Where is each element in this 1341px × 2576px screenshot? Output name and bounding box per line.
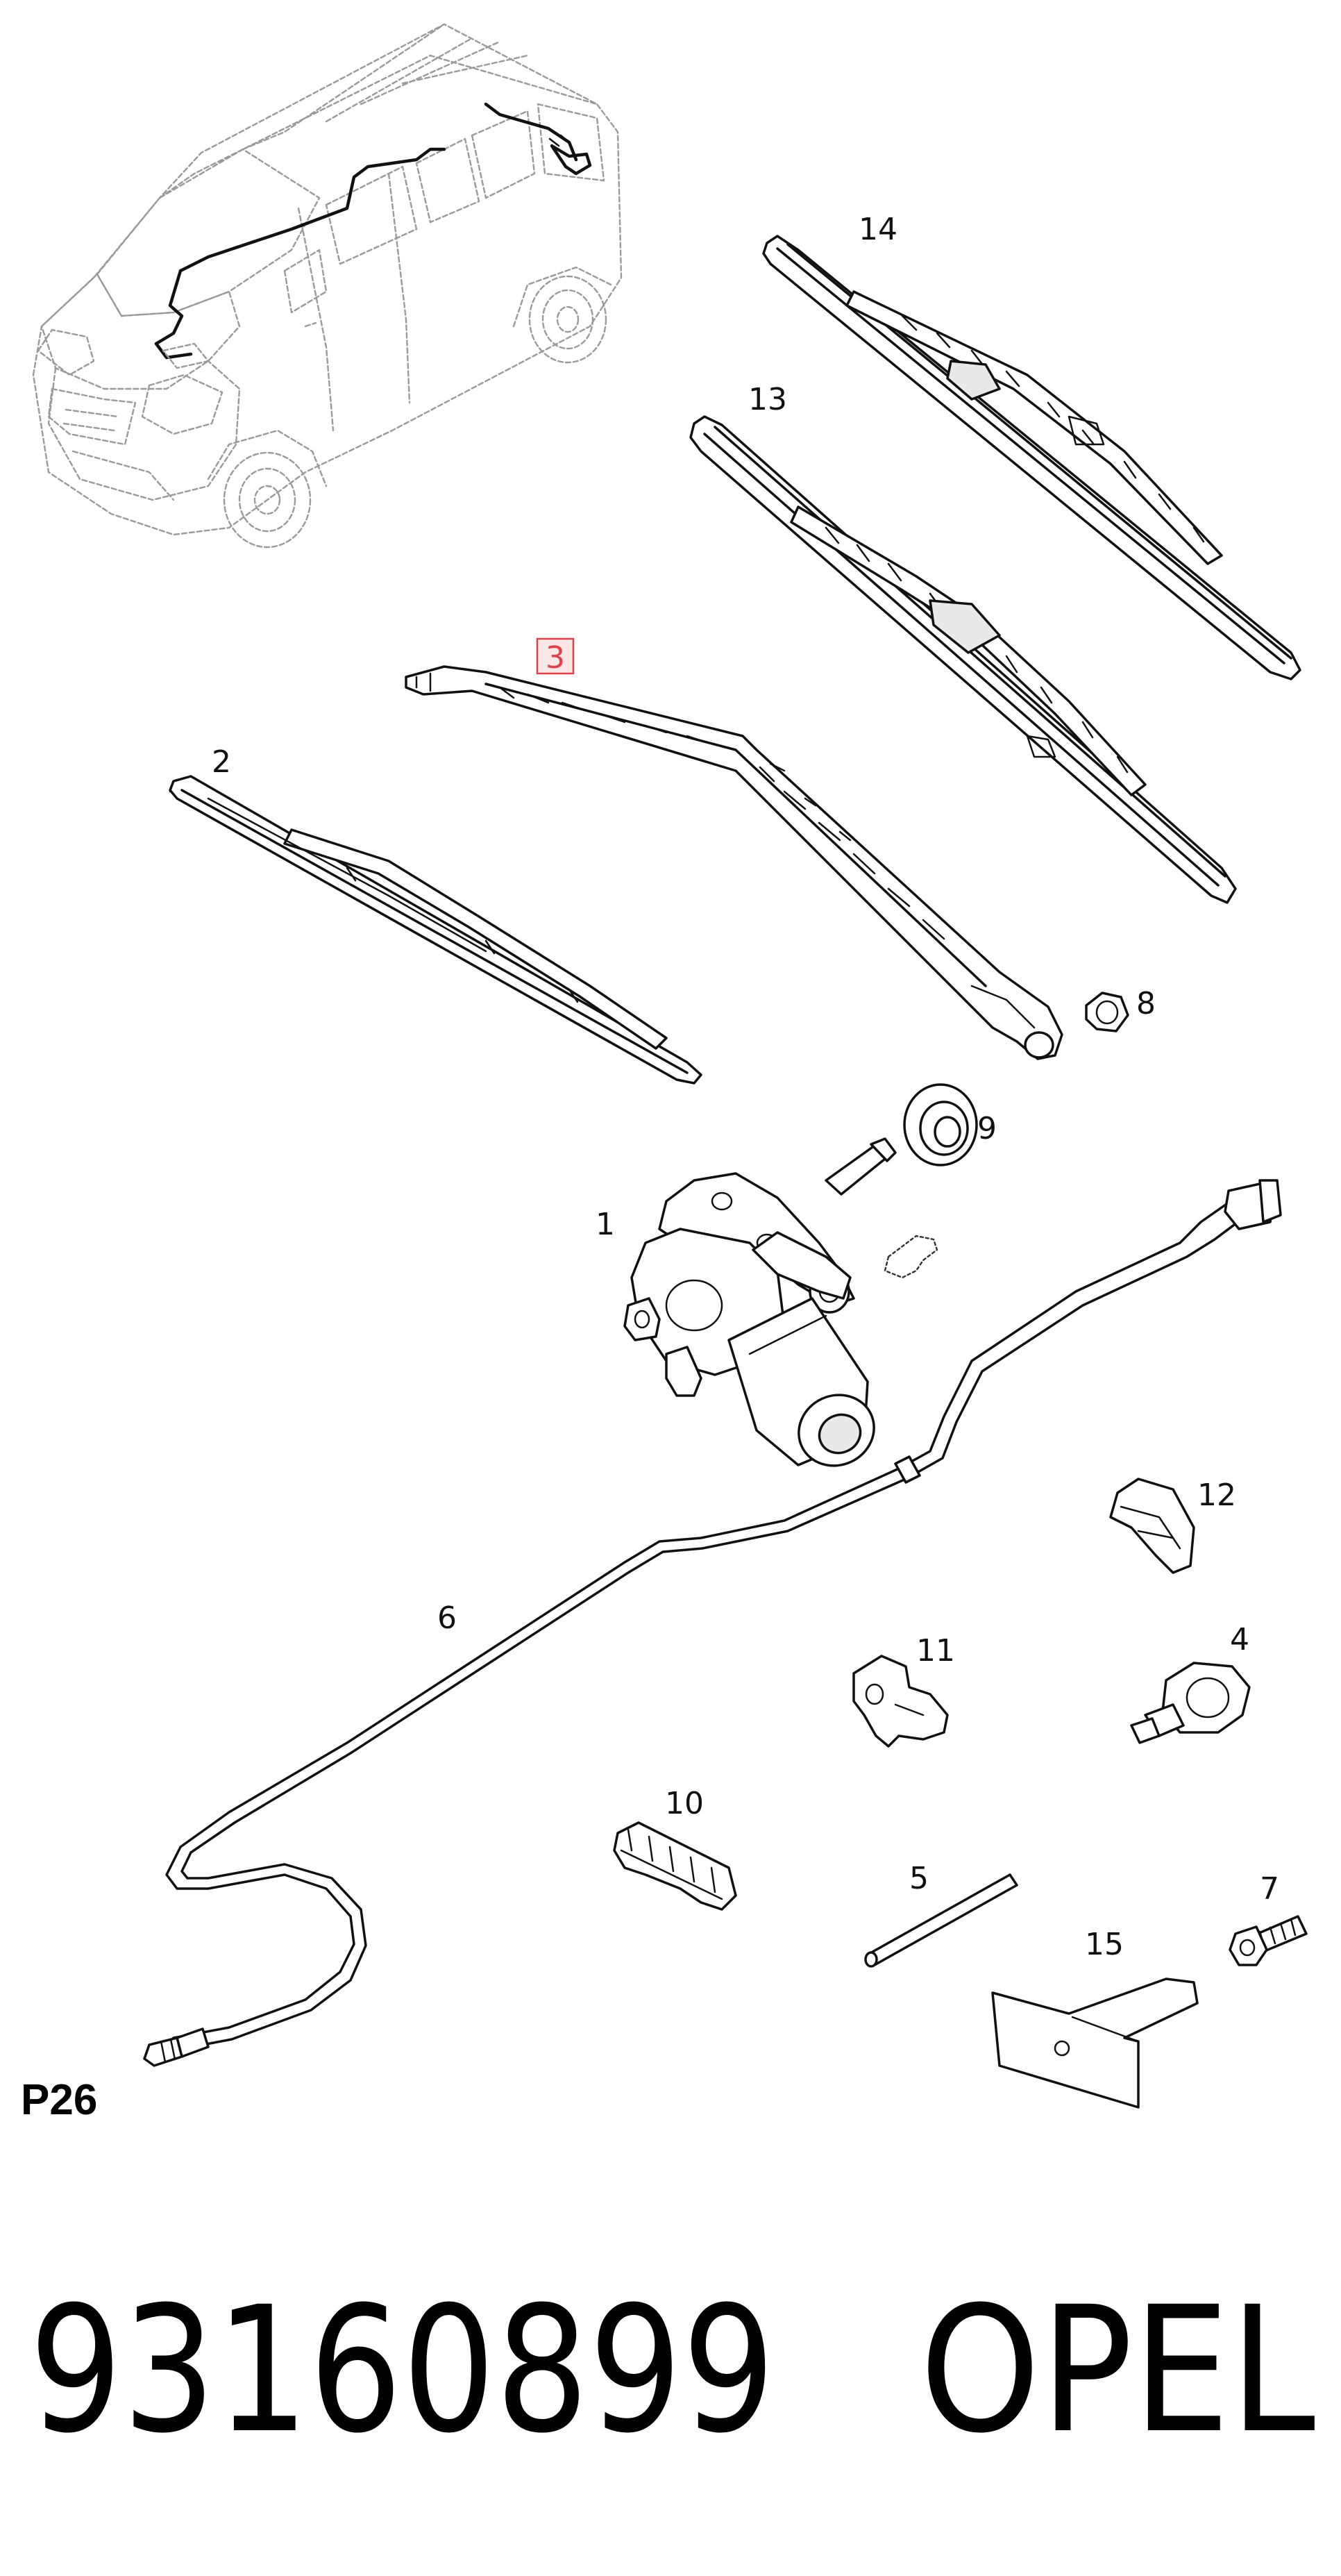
callout-3: 3 (546, 640, 565, 676)
part-13-wiper-blade (689, 415, 1237, 904)
part-10-clip-strip (613, 1821, 737, 1911)
part-6-washer-hose (143, 1179, 1282, 2067)
part-1-wiper-motor (623, 1137, 938, 1467)
callout-3-highlight-box (536, 637, 575, 675)
callout-9: 9 (977, 1111, 997, 1146)
callout-8: 8 (1136, 986, 1156, 1021)
van-overview-illustration (32, 23, 623, 549)
callout-2: 2 (212, 744, 231, 780)
callout-10: 10 (665, 1786, 704, 1821)
part-15-bracket-plate (991, 1977, 1199, 2109)
callout-11: 11 (916, 1633, 955, 1668)
part-8-nut (1085, 992, 1129, 1032)
callout-14: 14 (859, 212, 897, 247)
part-12-clip (1109, 1478, 1195, 1574)
callout-4: 4 (1230, 1622, 1249, 1657)
callout-6: 6 (437, 1600, 457, 1636)
callout-7: 7 (1260, 1871, 1279, 1907)
callout-13: 13 (748, 382, 787, 417)
part-5-rod (864, 1873, 1018, 1968)
part-4-nozzle (1130, 1662, 1251, 1744)
callout-1: 1 (596, 1207, 615, 1242)
part-3-wiper-arm (405, 665, 1063, 1060)
part-7-bolt (1229, 1915, 1308, 1966)
callout-12: 12 (1197, 1478, 1236, 1513)
callout-5: 5 (909, 1861, 929, 1896)
callout-labels: 14 13 3 2 8 9 1 12 6 11 4 10 5 7 15 (212, 212, 1279, 1962)
brand-name: OPEL (920, 2269, 1315, 2471)
part-number: 93160899 (29, 2269, 775, 2471)
page-code: P26 (21, 2076, 97, 2124)
part-14-wiper-blade (762, 235, 1301, 680)
part-2-wiper-blade (169, 775, 702, 1085)
part-9-seal (903, 1083, 978, 1166)
callout-15: 15 (1085, 1927, 1124, 1962)
part-11-holder (852, 1655, 949, 1748)
